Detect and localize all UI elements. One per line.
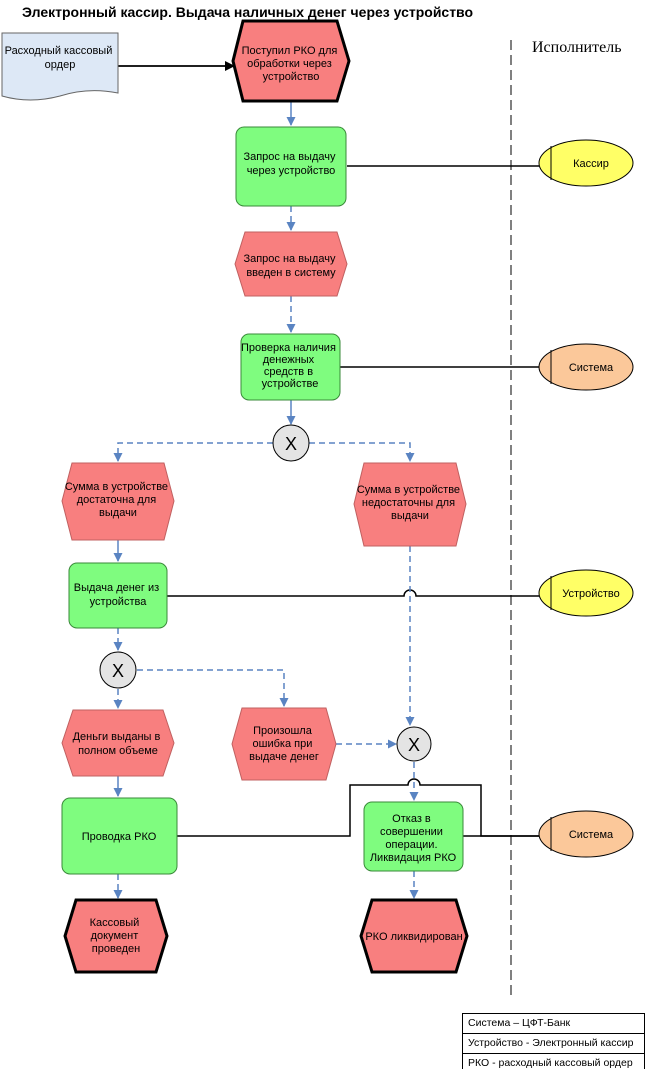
svg-text:Устройство: Устройство [562,588,620,600]
diagram-title: Электронный кассир. Выдача наличных дене… [22,4,473,20]
function-check: Проверка наличия денежных средств в устр… [240,333,341,401]
column-header: Исполнитель [532,39,622,56]
event-sufficient: Сумма в устройстве достаточна для выдачи [61,462,175,541]
role-cashier: Кассир [538,139,634,187]
line-device [167,589,539,597]
svg-text:Система: Система [569,362,614,374]
svg-text:Запрос на выдачу через у: Запрос на выдачу через устройство [243,151,338,177]
legend: Система – ЦФТ-Банк Устройство - Электрон… [462,1013,645,1069]
connector-split-error [137,669,289,707]
document-shape [1,32,119,101]
role-device: Устройство [538,569,634,617]
svg-text:X: X [285,434,297,454]
svg-text:Сумма в устройстве доста: Сумма в устройстве достаточна для выдачи [65,481,171,519]
xor-operator-3: X [396,726,432,762]
function-post: Проводка РКО [61,797,178,875]
legend-item: РКО - расходный кассовый ордер [468,1057,633,1069]
function-dispense: Выдача денег из устройства [68,562,168,629]
svg-text:Деньги выданы в полном о: Деньги выданы в полном объеме [73,731,164,757]
svg-text:Проверка наличия денежны: Проверка наличия денежных средств в устр… [241,342,339,390]
svg-text:Выдача денег из устройст: Выдача денег из устройства [74,582,163,608]
svg-text:РКО ликвидирован: РКО ликвидирован [365,931,462,943]
event-start: Поступил РКО для обработки через устройс… [231,19,351,103]
legend-item: Система – ЦФТ-Банк [463,1014,644,1034]
svg-text:X: X [112,661,124,681]
role-system: Система [538,343,634,391]
svg-text:Отказ в совершении: Отказ в совершении операции. Ликвидация … [370,813,457,864]
event-request-entered: Запрос на выдачу введен в систему [234,231,348,297]
svg-text:Кассовый документ: Кассовый документ проведен [90,917,143,955]
connector-split-left [113,442,273,462]
event-insufficient: Сумма в устройстве недостаточны для выда… [353,462,467,547]
svg-text:Проводка РКО: Проводка РКО [82,831,157,843]
svg-text:Произошла ошибка при: Произошла ошибка при выдаче денег [249,725,319,763]
svg-text:X: X [408,735,420,755]
connector-split-right [309,442,415,462]
svg-text:Сумма в устройстве недос: Сумма в устройстве недостаточны для выда… [357,484,463,522]
event-error: Произошла ошибка при выдаче денег [231,707,337,781]
svg-text:Запрос на выдачу введен: Запрос на выдачу введен в систему [243,253,338,279]
event-liquidated: РКО ликвидирован [359,898,469,974]
event-dispensed: Деньги выданы в полном объеме [61,709,175,777]
role-system: Система [538,810,634,858]
line-system2-post [177,778,539,837]
function-request: Запрос на выдачу через устройство [235,126,347,207]
event-posted: Кассовый документ проведен [63,898,169,974]
function-refuse: Отказ в совершении операции. Ликвидация … [363,801,464,872]
svg-text:Система: Система [569,829,614,841]
xor-operator-1: X [272,424,310,462]
svg-text:Поступил РКО для обработ: Поступил РКО для обработки через устройс… [242,45,341,83]
legend-item: Устройство - Электронный кассир [463,1034,644,1054]
document-label: Расходный кассовый ордер [5,45,116,71]
svg-text:Кассир: Кассир [573,158,609,170]
xor-operator-2: X [99,651,137,689]
